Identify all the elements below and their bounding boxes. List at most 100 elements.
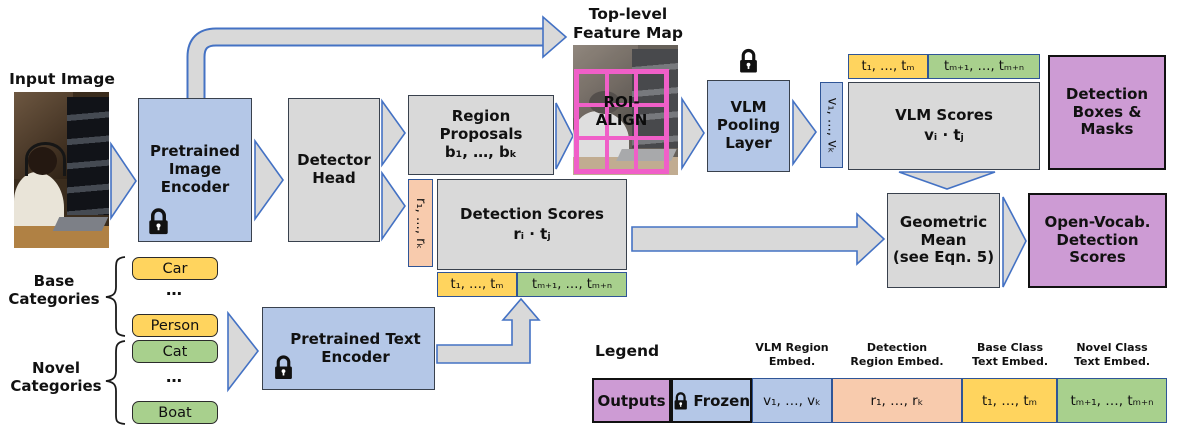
base-ellipsis-text: … — [166, 280, 183, 299]
photo-keyboard — [52, 216, 109, 231]
arrow-detscores-to-geomean — [631, 212, 886, 266]
vlm-scores-title: VLM Scores — [895, 106, 993, 125]
legend-header-novel-class: Novel Class Text Embed. — [1067, 341, 1157, 369]
base-text-embed-vlm: t₁, …, tₘ — [861, 59, 915, 74]
arrow-detector-to-region-embed — [381, 170, 406, 242]
legend-header-vlm-region: VLM Region Embed. — [752, 341, 832, 369]
arrow-roi-to-pooling — [681, 96, 705, 171]
region-proposals-label: Region Proposals b₁, …, bₖ — [440, 108, 523, 161]
legend-vlm-region-cell: v₁, …, vₖ — [752, 378, 832, 423]
text-encoder-line2: Encoder — [321, 347, 390, 366]
feature-map-image: ROI- ALIGN — [573, 45, 678, 175]
base-text-embed-strip-det: t₁, …, tₘ — [437, 272, 517, 297]
open-vocab-scores-label: Open-Vocab. Detection Scores — [1044, 212, 1151, 267]
legend-detection-region-cell: r₁, …, rₖ — [832, 378, 962, 423]
input-photo — [14, 92, 109, 248]
vlm-pooling-label: VLM Pooling Layer — [717, 99, 780, 152]
photo-monitors — [67, 96, 109, 216]
encoder-line1: Pretrained — [150, 142, 240, 161]
geomean-line2: Mean — [920, 230, 967, 249]
detection-region-embed-text: r₁, …, rₖ — [413, 197, 428, 249]
roi-cell — [636, 138, 666, 171]
region-proposals-box: Region Proposals b₁, …, bₖ — [408, 95, 554, 175]
base-text-embed-det: t₁, …, tₘ — [450, 277, 504, 292]
feature-map-line1: Top-level — [588, 5, 668, 23]
geomean-line1: Geometric — [899, 212, 988, 231]
detector-head-box: Detector Head — [288, 98, 380, 242]
base-label-line2: Categories — [8, 289, 100, 308]
arrow-proposals-to-roi — [555, 102, 574, 170]
detector-head-label: Detector Head — [297, 152, 371, 187]
person-label: Person — [150, 317, 200, 334]
proposals-formula: b₁, …, bₖ — [444, 142, 518, 161]
base-text-embed-strip-vlm: t₁, …, tₘ — [848, 54, 928, 79]
base-categories-label: Base Categories — [6, 272, 102, 308]
photo-headphones — [25, 141, 66, 177]
legend-header-detection-region: Detection Region Embed. — [847, 341, 947, 369]
encoder-line2: Image — [168, 160, 222, 179]
detection-scores-label: Detection Scores rᵢ · tⱼ — [460, 204, 604, 243]
ovd-line1: Open-Vocab. — [1044, 212, 1151, 231]
arrow-detector-to-proposals — [381, 98, 406, 168]
detection-scores-box: Detection Scores rᵢ · tⱼ — [437, 179, 627, 270]
legend-outputs-text: Outputs — [597, 391, 666, 410]
geomean-line3: (see Eqn. 5) — [892, 248, 995, 267]
legend-header-vlm-region-text: VLM Region Embed. — [755, 341, 829, 368]
roi-cell — [606, 105, 637, 138]
roi-cell — [606, 72, 637, 105]
arrow-vlmscores-down — [898, 171, 996, 190]
arrow-photo-to-encoder — [110, 141, 137, 221]
legend-vlm-region-text: v₁, …, vₖ — [763, 392, 821, 409]
ovd-line2: Detection — [1056, 230, 1139, 249]
base-label-line1: Base — [33, 272, 75, 290]
arrow-encoder-to-detector — [254, 138, 284, 222]
novel-categories-brace — [105, 340, 126, 425]
legend-header-base-class: Base Class Text Embed. — [965, 341, 1055, 369]
base-ellipsis: … — [166, 280, 183, 299]
category-pill-car: Car — [132, 257, 218, 280]
legend-novel-text-cell: tₘ₊₁, …, tₘ₊ₙ — [1057, 378, 1167, 423]
pooling-line3: Layer — [725, 133, 772, 152]
pretrained-text-encoder-box: Pretrained Text Encoder — [262, 307, 435, 390]
novel-text-embed-det: tₘ₊₁, …, tₘ₊ₙ — [531, 277, 613, 292]
roi-align-label: ROI- ALIGN — [573, 93, 670, 129]
lock-icon-pooling — [740, 49, 757, 73]
pretrained-text-encoder-label: Pretrained Text Encoder — [290, 329, 421, 366]
arrow-geomean-to-openvocab — [1002, 196, 1027, 288]
legend-detection-region-text: r₁, …, rₖ — [870, 392, 924, 409]
legend-outputs-cell: Outputs — [592, 378, 671, 423]
detector-line2: Head — [312, 169, 356, 187]
proposals-line1: Region — [451, 107, 511, 126]
vlm-region-embed-text: v₁, …, vₖ — [824, 97, 840, 153]
arrow-pooling-to-vstrip — [792, 98, 817, 167]
legend-title: Legend — [595, 342, 659, 361]
boat-label: Boat — [158, 404, 192, 421]
legend-title-text: Legend — [595, 342, 660, 360]
proposals-line2: Proposals — [439, 125, 523, 144]
pooling-line1: VLM — [730, 98, 767, 117]
legend-frozen-text: Frozen — [693, 391, 750, 410]
base-categories-brace — [105, 256, 126, 337]
legend-novel-text-text: tₘ₊₁, …, tₘ₊ₙ — [1070, 392, 1154, 409]
photo-desk — [14, 226, 109, 248]
novel-text-embed-vlm: tₘ₊₁, …, tₘ₊ₙ — [943, 59, 1025, 74]
category-pill-cat: Cat — [132, 340, 218, 363]
novel-label-line2: Categories — [10, 376, 102, 395]
roi-line1: ROI- — [603, 93, 640, 111]
dbm-line3: Masks — [1080, 120, 1134, 139]
encoder-line3: Encoder — [160, 177, 230, 196]
open-vocab-scores-box: Open-Vocab. Detection Scores — [1028, 193, 1167, 288]
dbm-line1: Detection — [1065, 84, 1149, 103]
geometric-mean-box: Geometric Mean (see Eqn. 5) — [887, 193, 1000, 288]
geometric-mean-label: Geometric Mean (see Eqn. 5) — [892, 212, 995, 267]
pooling-line2: Pooling — [716, 116, 781, 135]
detection-scores-title: Detection Scores — [460, 204, 604, 223]
detector-line1: Detector — [297, 151, 371, 170]
roi-cell — [577, 105, 607, 138]
legend-base-text-text: t₁, …, tₘ — [981, 392, 1038, 409]
roi-align-grid — [574, 69, 669, 174]
ovd-line3: Scores — [1069, 248, 1126, 267]
text-encoder-line1: Pretrained Text — [290, 329, 421, 348]
vlm-scores-formula: vᵢ · tⱼ — [924, 126, 964, 144]
roi-cell — [636, 105, 666, 138]
